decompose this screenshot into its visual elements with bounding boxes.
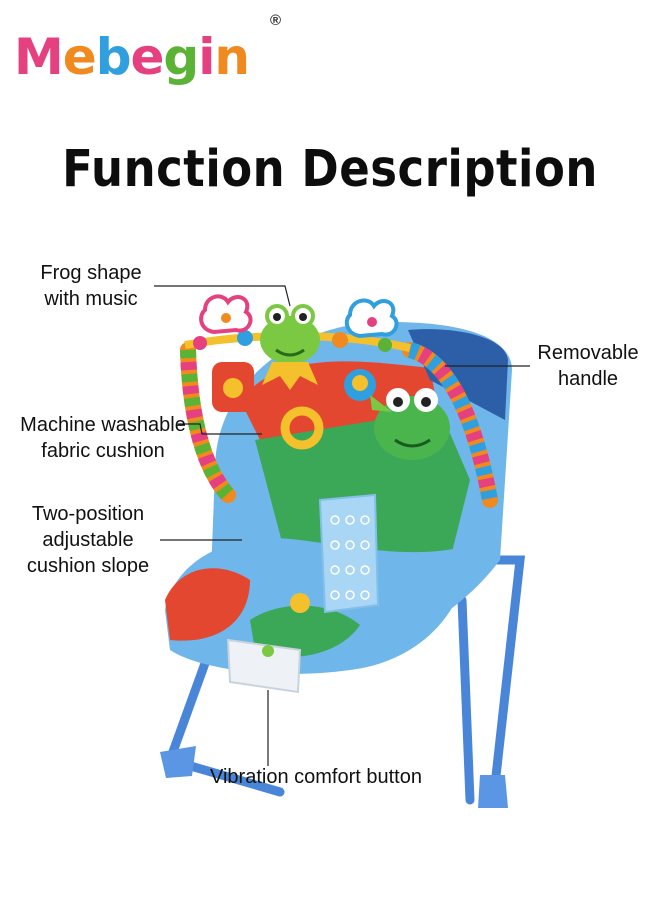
callout-frog-music: Frog shape with music (28, 260, 154, 312)
cloud-toy-left (199, 294, 253, 335)
callout-vibration-button: Vibration comfort button (196, 764, 436, 790)
brand-logo-text: Mebegin (14, 28, 250, 86)
callout-removable-handle: Removable handle (528, 340, 648, 392)
callout-slope-line1: Two-position (31, 503, 145, 525)
callout-frog-line1: Frog shape (40, 262, 142, 284)
frog-print (374, 388, 450, 460)
logo-letter: n (214, 28, 250, 86)
seat-cushion-leaf (250, 605, 360, 657)
frame-feet (160, 746, 508, 808)
callout-vibration-line1: Vibration comfort button (210, 766, 422, 788)
frog-music-toy (260, 304, 320, 390)
callout-slope-line2: adjustable (42, 529, 134, 551)
right-toy-arm (402, 342, 498, 508)
logo-letter: i (198, 28, 215, 86)
seat-back-dark-panel (408, 329, 508, 420)
callout-fabric-line1: Machine washable (20, 414, 186, 436)
logo-letter: g (163, 28, 199, 86)
seat-cushion-dot (290, 593, 310, 613)
callout-cushion-slope: Two-position adjustable cushion slope (16, 501, 160, 579)
callout-slope-line3: cushion slope (26, 555, 150, 577)
seat-cushion-flower (165, 568, 250, 641)
callout-fabric-line2: fabric cushion (41, 440, 165, 462)
page-title: Function Description (62, 138, 598, 199)
vibration-unit (226, 638, 302, 694)
seat-cushion (165, 538, 470, 674)
toy-bar-beads (193, 330, 392, 352)
left-toy-arm (180, 342, 236, 503)
logo-letter: e (62, 28, 97, 86)
brand-logo: Mebegin ® (14, 8, 281, 86)
callout-handle-line2: handle (557, 368, 619, 390)
logo-letter: M (14, 28, 64, 86)
cloud-toy-right (344, 298, 399, 339)
logo-letter: e (130, 28, 164, 86)
callout-fabric-cushion: Machine washable fabric cushion (10, 412, 196, 464)
butterfly-toy (344, 369, 392, 412)
callout-frog-line2: with music (44, 288, 138, 310)
vibration-button-icon (262, 645, 274, 657)
logo-letter: b (95, 28, 132, 86)
callout-handle-line1: Removable (537, 342, 639, 364)
callout-leader-lines (154, 285, 530, 766)
registered-mark: ® (270, 12, 282, 29)
red-rattle-toy (212, 362, 254, 412)
harness-pattern (330, 515, 370, 600)
ring-teether-toy (280, 406, 324, 450)
